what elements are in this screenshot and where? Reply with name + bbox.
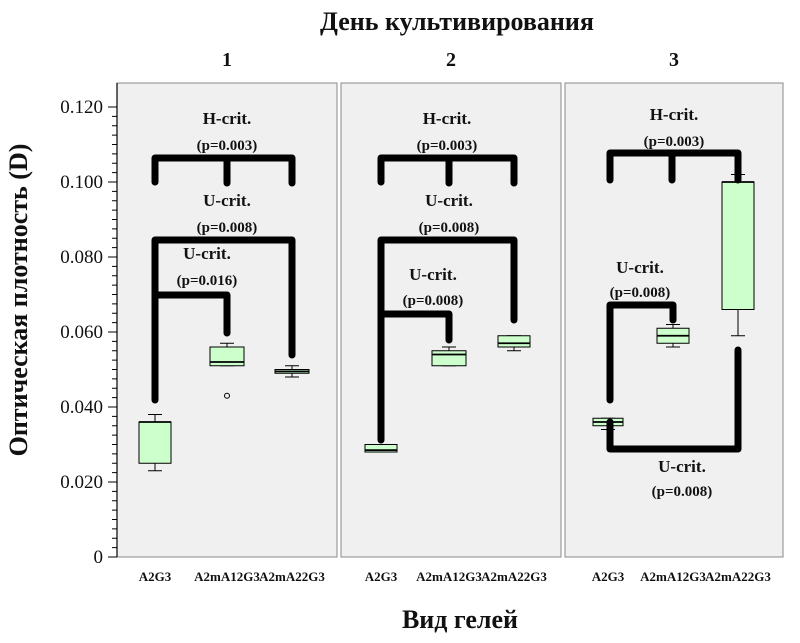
y-tick-label: 0.040 (60, 397, 103, 418)
u-bracket-2-short (377, 310, 453, 344)
x-tick-label: A2G3 (592, 569, 625, 584)
panel-label-1: 1 (222, 49, 232, 71)
u-bracket-2-long (377, 236, 518, 444)
annotation-test: H-crit. (650, 105, 699, 124)
x-tick-label: A2mA22G3 (259, 569, 325, 584)
annotation-p: (p=0.003) (197, 138, 258, 154)
box-3-A2mA12G3 (656, 324, 690, 348)
box-body (721, 181, 755, 310)
annotation-p: (p=0.003) (417, 138, 478, 154)
box-body (364, 444, 398, 453)
y-tick-label: 0 (94, 547, 104, 568)
annotation-test: U-crit. (183, 244, 231, 263)
annotation-test: U-crit. (425, 191, 473, 210)
annotation-test: H-crit. (423, 109, 472, 128)
chart-title: День культивирования (320, 7, 594, 36)
outlier-point (224, 392, 230, 399)
annotation-p: (p=0.008) (403, 293, 464, 309)
u-bracket-3-lower (606, 346, 742, 453)
panel-label-3: 3 (669, 49, 679, 71)
annotation-p: (p=0.008) (610, 285, 671, 301)
y-axis-label: Оптическая плотность (D) (4, 144, 33, 457)
x-axis-label: Вид гелей (402, 605, 518, 634)
x-tick-label: A2G3 (139, 569, 172, 584)
box-1-A2mA12G3 (209, 342, 245, 399)
h-bracket-1 (151, 154, 296, 187)
box-2-A2G3 (364, 444, 398, 453)
h-bracket-2 (377, 154, 518, 187)
annotation-test: U-crit. (203, 191, 251, 210)
box-2-A2mA22G3 (497, 335, 531, 352)
y-axis: 0 0.020 0.040 0.060 0.080 0.100 0.120 (60, 83, 118, 568)
y-tick-label: 0.120 (60, 97, 103, 118)
box-2-A2mA12G3 (431, 346, 467, 367)
x-tick-label: A2mA22G3 (481, 569, 547, 584)
x-tick-label: A2mA12G3 (640, 569, 706, 584)
box-body (138, 421, 172, 464)
h-bracket-3 (606, 149, 742, 184)
box-1-A2mA22G3 (274, 365, 310, 378)
annotation-test: U-crit. (616, 258, 664, 277)
y-tick-label: 0.080 (60, 247, 103, 268)
annotation-test: U-crit. (658, 457, 706, 476)
annotation-test: U-crit. (409, 265, 457, 284)
x-tick-label: A2G3 (365, 569, 398, 584)
box-body (431, 350, 467, 367)
annotation-p: (p=0.008) (197, 220, 258, 236)
box-body (497, 335, 531, 348)
u-bracket-1-long (151, 236, 296, 404)
box-1-A2G3 (138, 414, 172, 472)
y-tick-label: 0.020 (60, 472, 103, 493)
brackets-layer (151, 149, 742, 453)
annotation-p: (p=0.003) (644, 134, 705, 150)
u-bracket-3-upper (606, 301, 677, 404)
x-tick-label: A2mA12G3 (416, 569, 482, 584)
annotation-test: H-crit. (203, 109, 252, 128)
y-tick-label: 0.100 (60, 172, 103, 193)
annotation-p: (p=0.008) (419, 220, 480, 236)
u-bracket-1-short (151, 291, 231, 337)
annotation-p: (p=0.016) (177, 273, 238, 289)
x-tick-label: A2mA12G3 (194, 569, 260, 584)
x-tick-label: A2mA22G3 (705, 569, 771, 584)
y-tick-label: 0.060 (60, 322, 103, 343)
panel-label-2: 2 (446, 49, 456, 71)
annotation-p: (p=0.008) (652, 484, 713, 500)
box-body (209, 346, 245, 367)
